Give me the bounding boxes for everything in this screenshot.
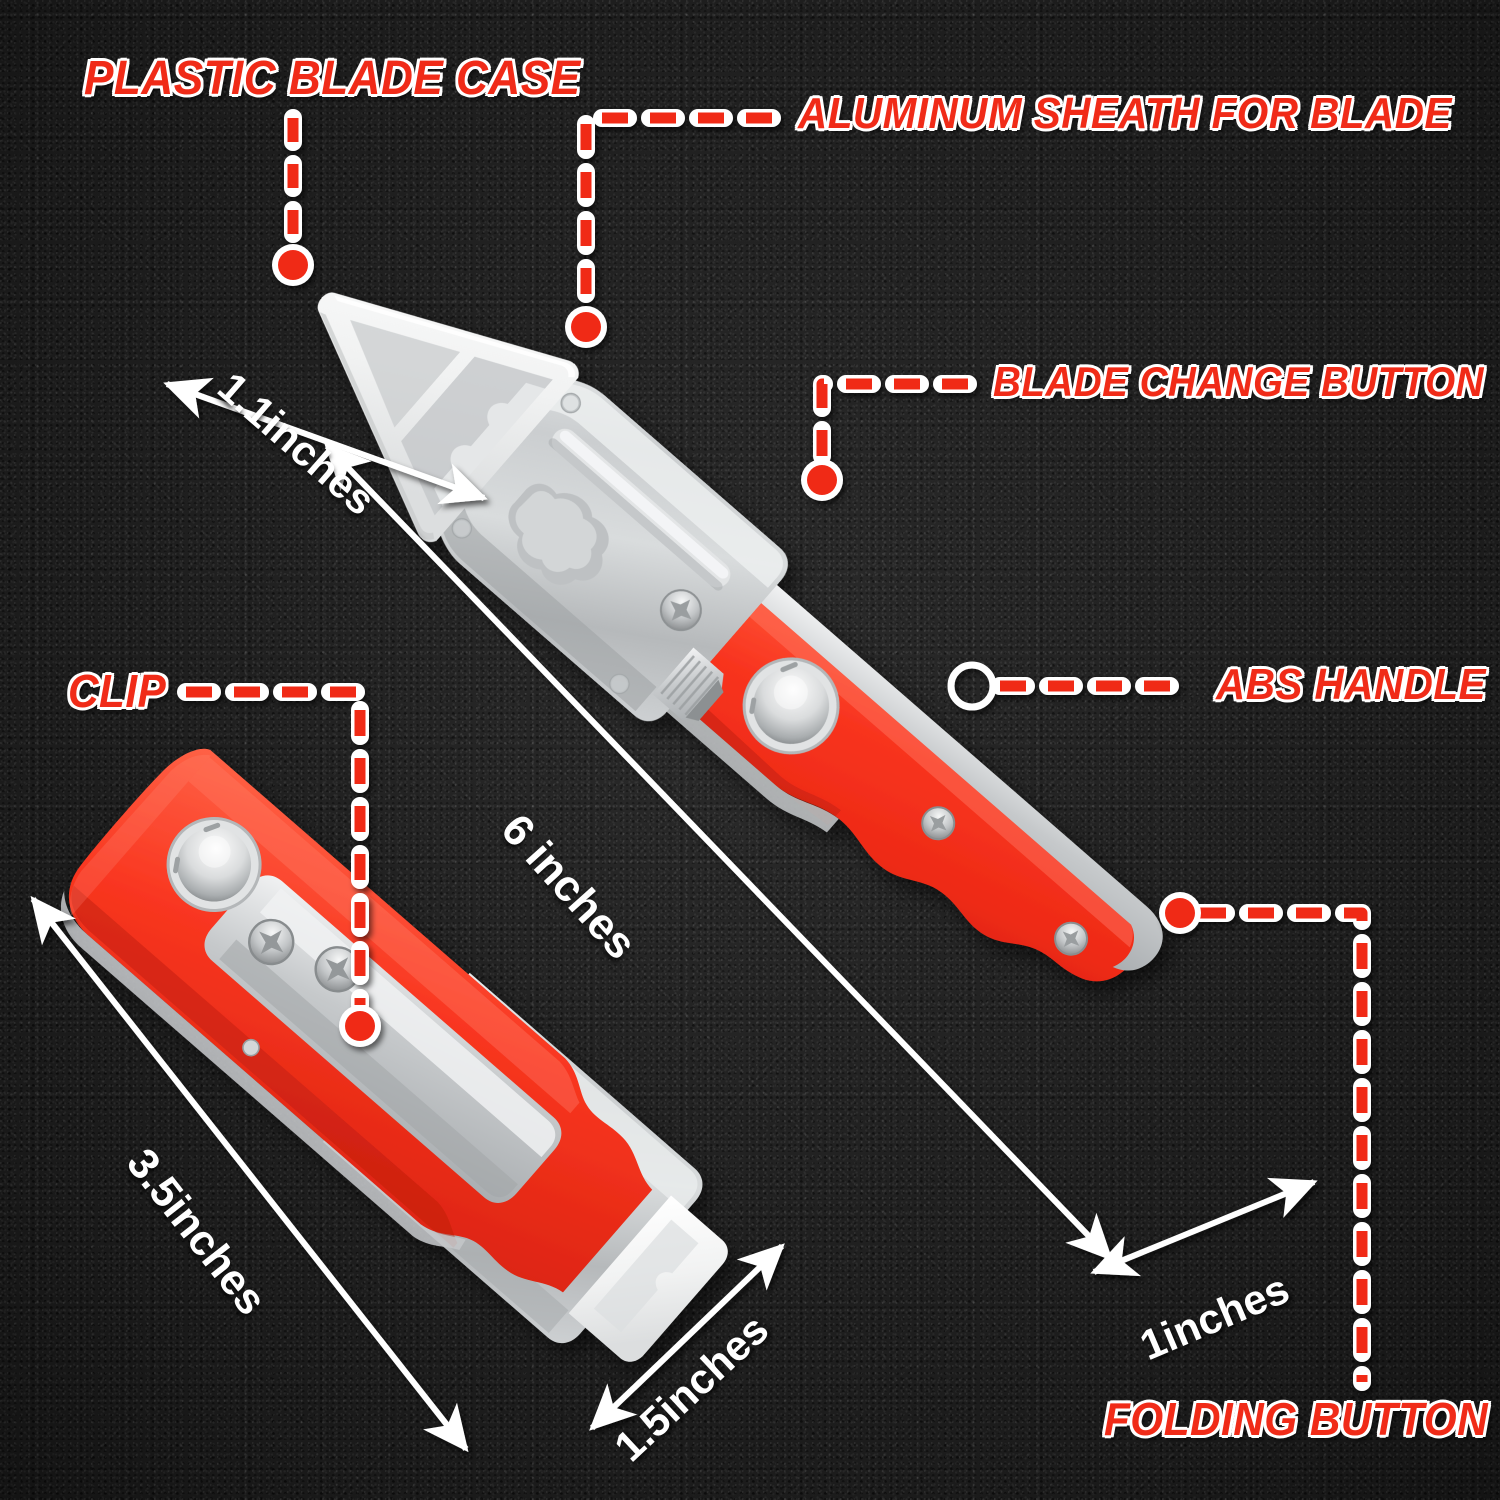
callout-label-clip: CLIP: [68, 665, 167, 717]
callout-label-abs-handle: ABS HANDLE: [1216, 660, 1486, 709]
callout-label-plastic-blade-case: PLASTIC BLADE CASE: [84, 52, 581, 105]
callout-label-blade-change-button: BLADE CHANGE BUTTON: [993, 358, 1485, 405]
callout-label-folding-button: FOLDING BUTTON: [1104, 1393, 1489, 1445]
callout-label-aluminum-sheath: ALUMINUM SHEATH FOR BLADE: [798, 89, 1452, 138]
